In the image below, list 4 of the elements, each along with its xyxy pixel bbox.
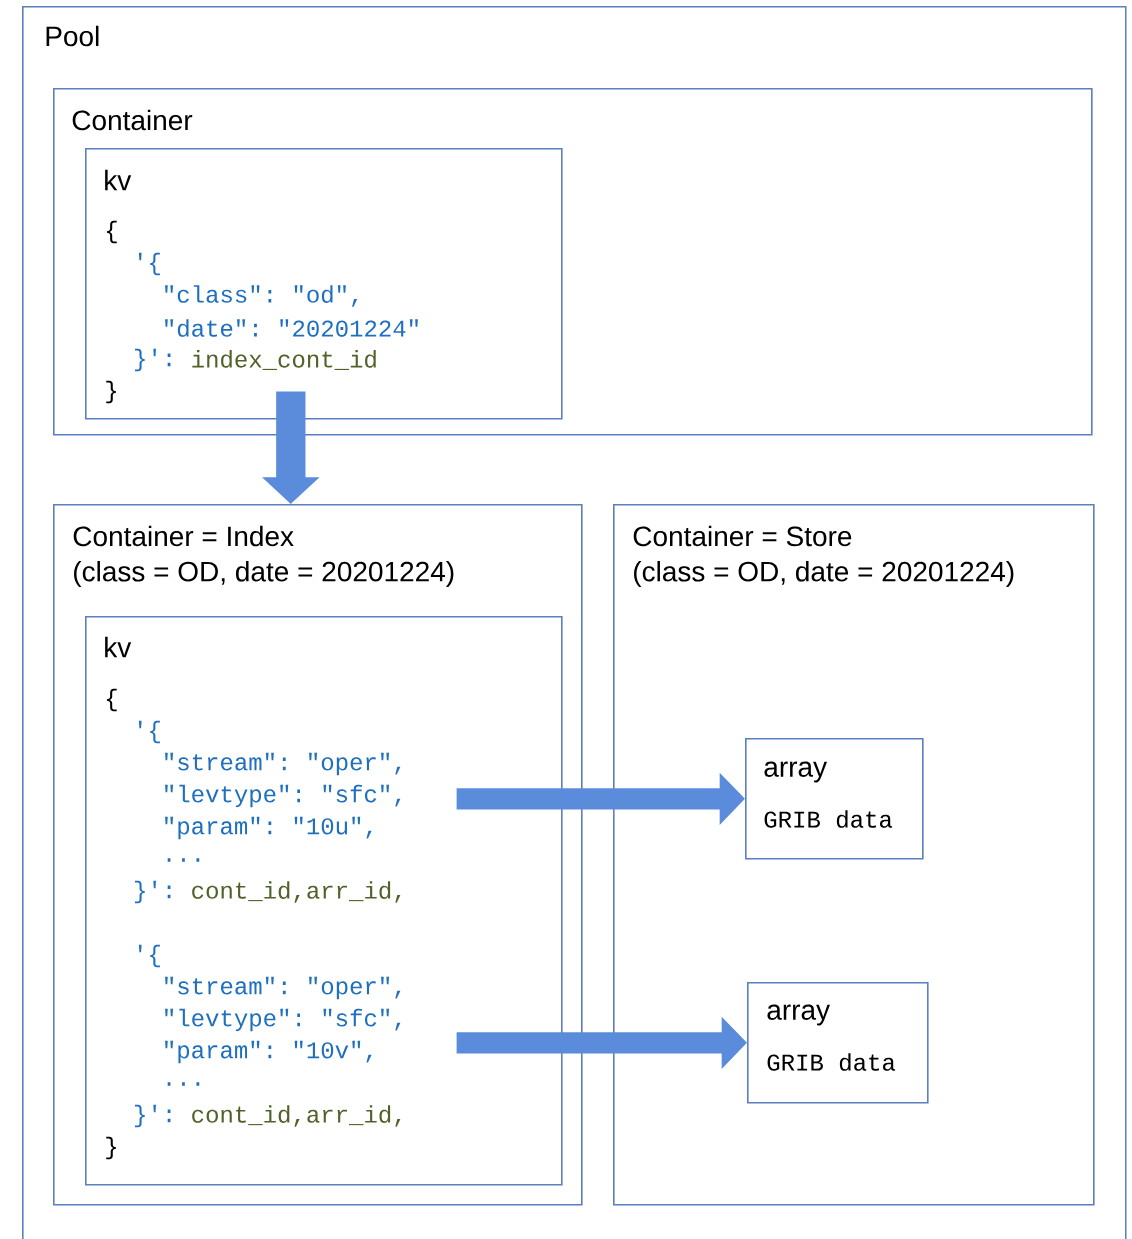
- array-box: array GRIB data: [747, 982, 929, 1104]
- kv-box: kv { '{ "class": "od", "date": "20201224" }': index_cont_id }: [85, 148, 563, 420]
- kv-box: kv { '{ "stream": "oper", "levtype": "sfc", "param": "10u", ... }': cont_id,arr_id, '{ "stream": "oper", "levtype": "sfc", "param": "10v", ... }': cont_id,arr_id, }: [85, 616, 563, 1186]
- array-box: array GRIB data: [745, 738, 924, 860]
